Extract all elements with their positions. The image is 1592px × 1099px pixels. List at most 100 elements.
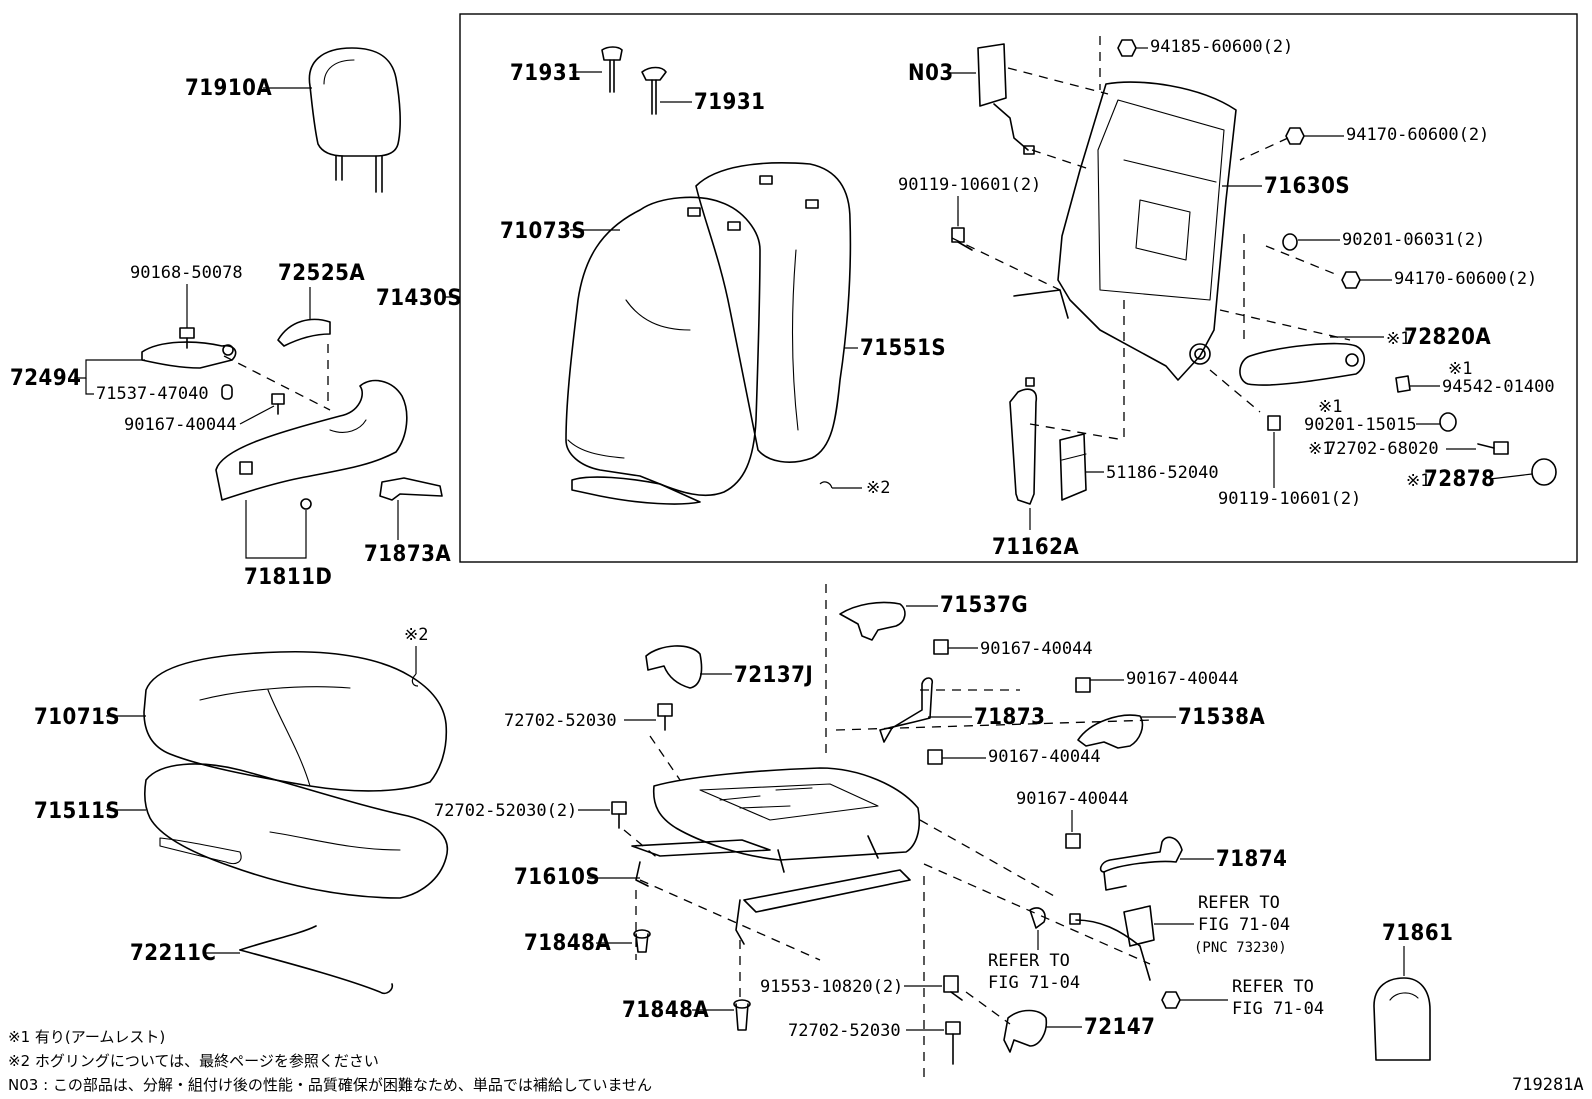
mark-72878: ※1 xyxy=(1406,471,1430,491)
mark-hogring-b: ※2 xyxy=(404,625,428,645)
cap-72878-drawing xyxy=(1531,458,1557,486)
label-90167-40044-a: 90167-40044 xyxy=(124,415,237,435)
bracket-71162A-drawing xyxy=(1009,377,1038,505)
label-71861: 71861 xyxy=(1382,921,1453,946)
bracket-72494-drawing xyxy=(141,341,237,400)
washer-90201-b-drawing xyxy=(1439,412,1457,432)
screw-90167-e-drawing xyxy=(1065,833,1081,849)
armrest-72820A-drawing xyxy=(1239,342,1366,386)
note-2: ※2 ホグリングについては、最終ページを参照ください xyxy=(8,1052,379,1070)
cover-71537G-drawing xyxy=(839,601,906,641)
note-1: ※1 有り(アームレスト) xyxy=(8,1028,165,1046)
bolt-90119-a-drawing xyxy=(951,209,973,251)
cover-72147-drawing xyxy=(1003,1009,1048,1053)
mark-72702-68020: ※1 xyxy=(1308,439,1332,459)
seatbelt-clip-drawing xyxy=(1029,907,1046,929)
mark-94542: ※1 xyxy=(1448,359,1472,379)
bolt-72702-68020-drawing xyxy=(1477,441,1509,455)
label-72702-52030-a: 72702-52030 xyxy=(504,711,617,731)
screw-90167-a-drawing xyxy=(271,393,285,415)
label-71162A: 71162A xyxy=(992,535,1079,560)
bolt-90119-b-drawing xyxy=(1267,415,1281,431)
label-90167-40044-c: 90167-40044 xyxy=(988,747,1101,767)
bolt-72702-52030-b-drawing xyxy=(611,801,627,829)
cover-71538A-drawing xyxy=(1077,714,1144,749)
cushion-pad-71511S-drawing xyxy=(144,763,449,899)
seatback-assembly-frame xyxy=(459,13,1578,563)
mark-armrest: ※1 xyxy=(1386,329,1410,349)
airbag-N03-drawing xyxy=(977,43,1035,155)
nut-94185-drawing xyxy=(1117,39,1137,57)
refer-a-line2: FIG 71-04 xyxy=(1198,915,1290,935)
label-94170-60600-a: 94170-60600(2) xyxy=(1346,125,1489,145)
label-71610S: 71610S xyxy=(514,865,600,890)
mark-hogring-a: ※2 xyxy=(866,478,890,498)
bolt-72702-52030-c-drawing xyxy=(945,1021,961,1065)
label-71811D: 71811D xyxy=(244,565,332,590)
label-94542-01400: 94542-01400 xyxy=(1442,377,1555,397)
note-3: N03 : この部品は、分解・組付け後の性能・品質確保が困難なため、単品では補給… xyxy=(8,1076,652,1094)
seatback-cover-drawing xyxy=(565,196,761,505)
bolt-72702-52030-a-drawing xyxy=(657,703,673,731)
refer-a-line1: REFER TO xyxy=(1198,893,1280,913)
seatback-pad-drawing xyxy=(695,162,852,463)
label-90167-40044-e: 90167-40044 xyxy=(1016,789,1129,809)
screw-90167-b-drawing xyxy=(933,639,949,655)
nut-94170-b-drawing xyxy=(1341,271,1361,289)
label-72702-52030-c: 72702-52030 xyxy=(788,1021,901,1041)
label-94170-60600-b: 94170-60600(2) xyxy=(1394,269,1537,289)
cushion-cover-71071S-drawing xyxy=(143,650,448,792)
label-72137J: 72137J xyxy=(734,663,813,688)
label-71430S: 71430S xyxy=(376,286,462,311)
bracket-71873-drawing xyxy=(879,677,934,743)
label-90167-40044-b: 90167-40044 xyxy=(980,639,1093,659)
label-90119-10601-b: 90119-10601(2) xyxy=(1218,489,1361,509)
clip-71931-drawing xyxy=(601,46,667,115)
refer-b-line1: REFER TO xyxy=(988,951,1070,971)
label-72702-68020: 72702-68020 xyxy=(1326,439,1439,459)
label-51186-52040: 51186-52040 xyxy=(1106,463,1219,483)
label-71538A: 71538A xyxy=(1178,705,1265,730)
sensor-51186-drawing xyxy=(1059,433,1087,501)
cover-71861-drawing xyxy=(1373,977,1431,1061)
bolt-91553-drawing xyxy=(943,975,963,1001)
label-94185-60600: 94185-60600(2) xyxy=(1150,37,1293,57)
cover-72137J-drawing xyxy=(645,645,703,689)
label-71630S: 71630S xyxy=(1264,174,1350,199)
refer-b-line2: FIG 71-04 xyxy=(988,973,1080,993)
label-71874: 71874 xyxy=(1216,847,1287,872)
bracket-71873A-drawing xyxy=(379,477,443,501)
label-90168-50078: 90168-50078 xyxy=(130,263,243,283)
label-71551S: 71551S xyxy=(860,336,946,361)
refer-c-line2: FIG 71-04 xyxy=(1232,999,1324,1019)
nut-94542-drawing xyxy=(1395,375,1411,393)
mark-90201-15015: ※1 xyxy=(1318,397,1342,417)
bolt-90168-drawing xyxy=(179,327,195,349)
label-71511S: 71511S xyxy=(34,799,120,824)
pin-71848A-a-drawing xyxy=(633,929,651,953)
label-90167-40044-d: 90167-40044 xyxy=(1126,669,1239,689)
label-90201-15015: 90201-15015 xyxy=(1304,415,1417,435)
pin-71848A-b-drawing xyxy=(733,999,751,1031)
label-90119-10601-a: 90119-10601(2) xyxy=(898,175,1041,195)
nut-94170-a-drawing xyxy=(1285,127,1305,145)
bracket-71874-drawing xyxy=(1099,836,1183,891)
refer-c-line1: REFER TO xyxy=(1232,977,1314,997)
label-90201-06031: 90201-06031(2) xyxy=(1342,230,1485,250)
screw-90167-c-drawing xyxy=(927,749,943,765)
label-71931-a: 71931 xyxy=(510,61,581,86)
label-72702-52030-b: 72702-52030(2) xyxy=(434,801,577,821)
label-71073S: 71073S xyxy=(500,219,586,244)
shield-71811D-drawing xyxy=(215,379,408,510)
label-71537-47040: 71537-47040 xyxy=(96,384,209,404)
nut-refer-c-drawing xyxy=(1161,991,1181,1009)
label-71071S: 71071S xyxy=(34,705,120,730)
adjuster-71610S-drawing xyxy=(631,767,921,945)
cover-72525A-drawing xyxy=(277,318,331,347)
label-72525A: 72525A xyxy=(278,261,365,286)
label-72878: 72878 xyxy=(1424,467,1495,492)
refer-a-line3: (PNC 73230) xyxy=(1194,940,1287,956)
seatback-frame-71630S-drawing xyxy=(1013,81,1237,381)
washer-90201-a-drawing xyxy=(1282,233,1298,251)
